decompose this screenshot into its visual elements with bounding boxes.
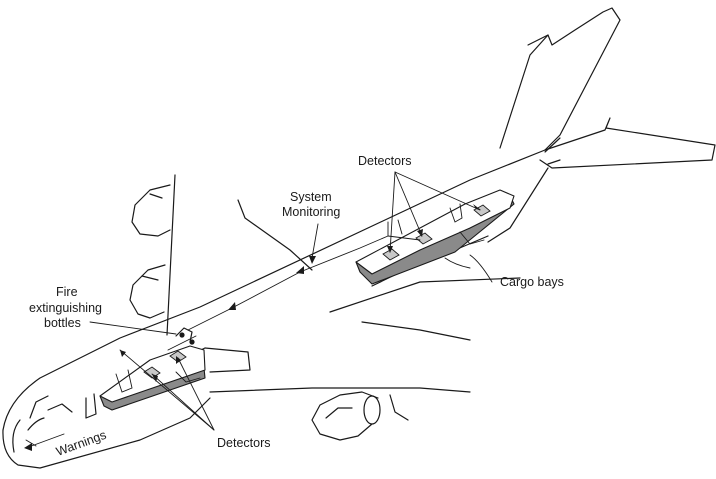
right-wing	[179, 277, 521, 441]
label-fire-line3: bottles	[44, 316, 81, 330]
label-warnings: Warnings	[54, 428, 108, 459]
label-cargo-bays: Cargo bays	[500, 275, 564, 289]
label-detectors-bottom: Detectors	[217, 436, 271, 450]
label-detectors-top: Detectors	[358, 154, 412, 168]
label-system-monitoring-line2: Monitoring	[282, 205, 340, 219]
detector-front-2	[169, 350, 187, 363]
detector-rear-3	[473, 204, 491, 217]
tail-section	[499, 7, 716, 169]
rear-cargo-bay	[355, 189, 515, 285]
system-monitoring-line	[187, 221, 421, 331]
label-fire-line2: extinguishing	[29, 301, 102, 315]
detector-rear-1	[382, 248, 400, 261]
detector-front-1	[143, 366, 161, 379]
leader-lines	[24, 171, 493, 451]
left-wing	[129, 174, 313, 336]
label-fire-line1: Fire	[56, 285, 78, 299]
label-system-monitoring-line1: System	[290, 190, 332, 204]
